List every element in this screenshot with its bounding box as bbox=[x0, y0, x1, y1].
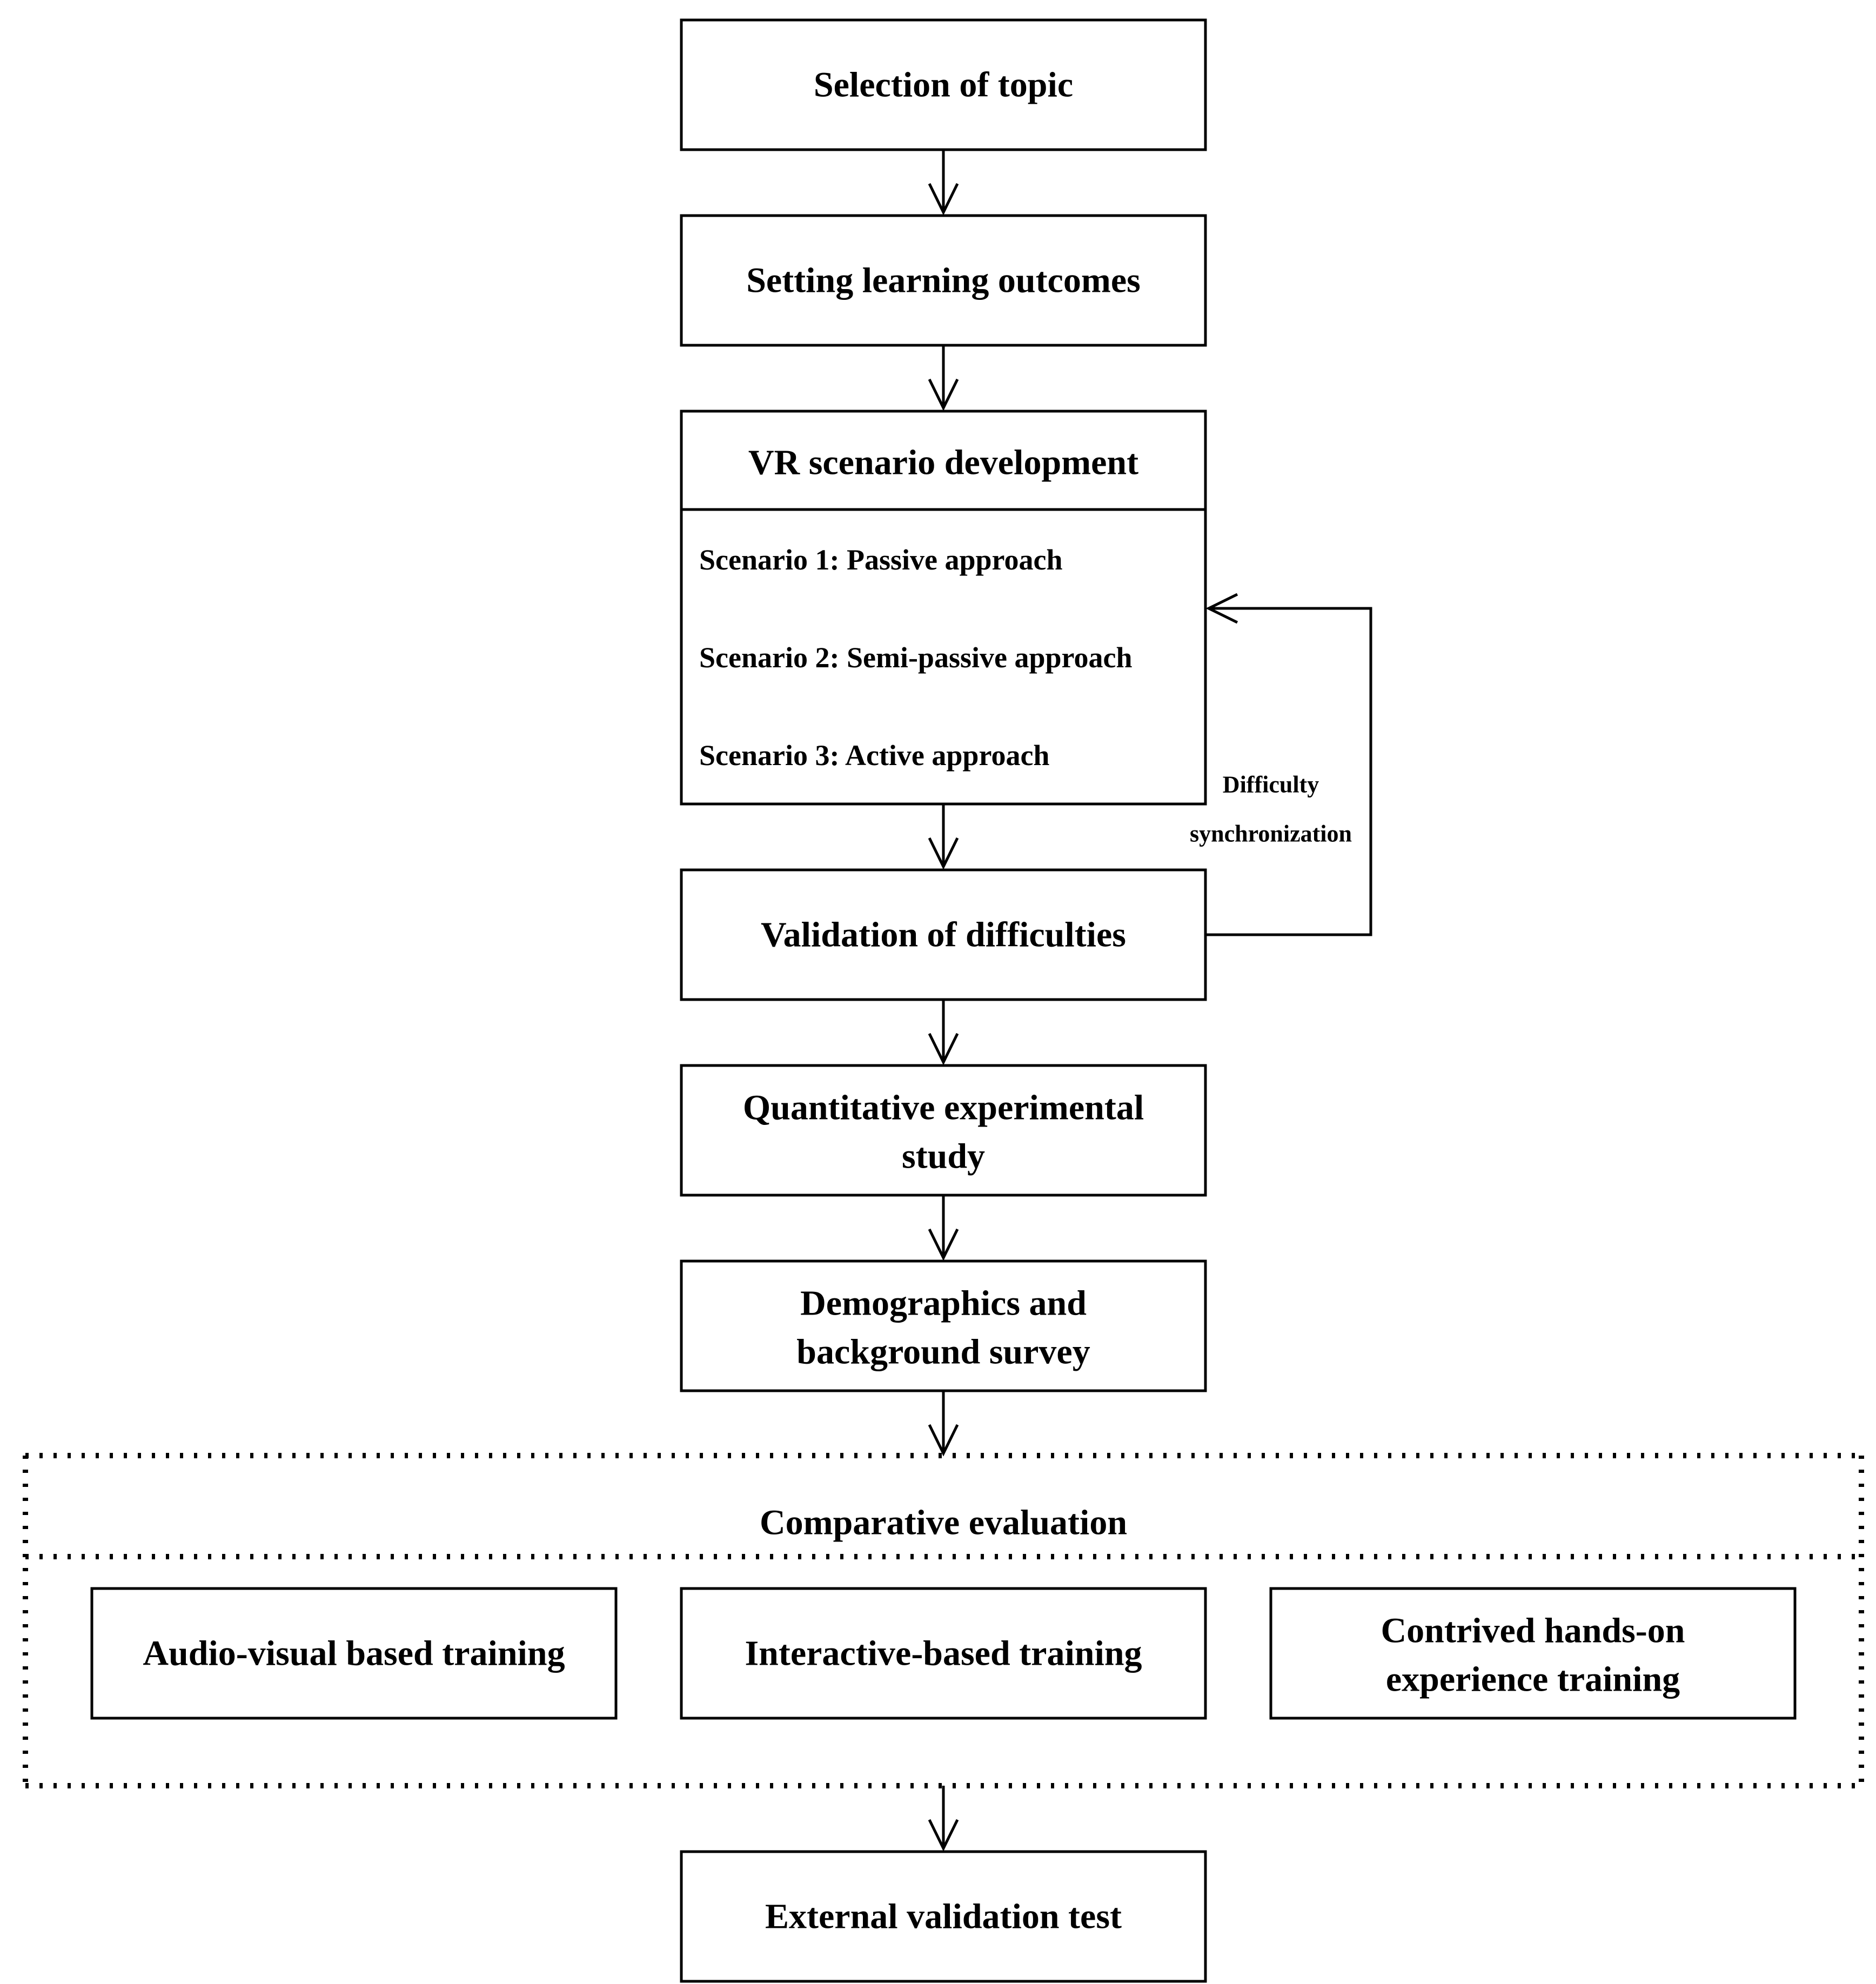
arrow-quantitative-to-demographics bbox=[928, 1195, 959, 1261]
scenario-item: Scenario 2: Semi-passive approach bbox=[699, 641, 1133, 674]
node-demographics-survey: Demographics and background survey bbox=[680, 1259, 1207, 1392]
arrow-vr-to-validation bbox=[928, 804, 959, 870]
node-interactive-training: Interactive-based training bbox=[680, 1587, 1207, 1720]
node-label: Setting learning outcomes bbox=[746, 261, 1141, 300]
node-external-validation-test: External validation test bbox=[680, 1850, 1207, 1983]
node-validation-of-difficulties: Validation of difficulties bbox=[680, 868, 1207, 1001]
node-quantitative-experimental-study: Quantitative experimental study bbox=[680, 1064, 1207, 1197]
arrow-demographics-to-comparative bbox=[928, 1391, 959, 1457]
arrow-comparative-to-external bbox=[928, 1786, 959, 1852]
node-selection-of-topic: Selection of topic bbox=[680, 18, 1207, 151]
scenario-item: Scenario 1: Passive approach bbox=[699, 544, 1063, 576]
feedback-label: Difficulty bbox=[1223, 772, 1319, 798]
scenario-item: Scenario 3: Active approach bbox=[699, 739, 1049, 772]
arrow-validation-to-quantitative bbox=[928, 1000, 959, 1065]
node-label: Interactive-based training bbox=[745, 1634, 1142, 1673]
arrow-topic-to-outcomes bbox=[928, 150, 959, 216]
feedback-loop-arrow bbox=[1205, 593, 1372, 936]
node-label: Selection of topic bbox=[814, 65, 1073, 105]
node-label: experience training bbox=[1386, 1660, 1680, 1699]
node-vr-scenario-development: VR scenario development Scenario 1: Pass… bbox=[680, 410, 1207, 806]
node-audio-visual-training: Audio-visual based training bbox=[90, 1587, 618, 1720]
arrow-outcomes-to-vr bbox=[928, 345, 959, 411]
node-label: Demographics and bbox=[800, 1284, 1087, 1323]
node-label: study bbox=[902, 1137, 985, 1176]
node-label: Contrived hands-on bbox=[1381, 1611, 1685, 1651]
node-label: External validation test bbox=[765, 1897, 1122, 1936]
feedback-label: synchronization bbox=[1190, 821, 1352, 847]
vr-scenario-title: VR scenario development bbox=[748, 443, 1138, 482]
node-label: Validation of difficulties bbox=[761, 915, 1126, 955]
node-contrived-hands-on-training: Contrived hands-on experience training bbox=[1269, 1587, 1797, 1720]
node-label: Quantitative experimental bbox=[743, 1088, 1144, 1128]
comparative-evaluation-title: Comparative evaluation bbox=[760, 1503, 1127, 1543]
comparative-evaluation-group: Comparative evaluation bbox=[23, 1453, 1864, 1788]
node-setting-learning-outcomes: Setting learning outcomes bbox=[680, 214, 1207, 347]
node-label: background survey bbox=[796, 1332, 1090, 1372]
node-label: Audio-visual based training bbox=[143, 1634, 565, 1673]
